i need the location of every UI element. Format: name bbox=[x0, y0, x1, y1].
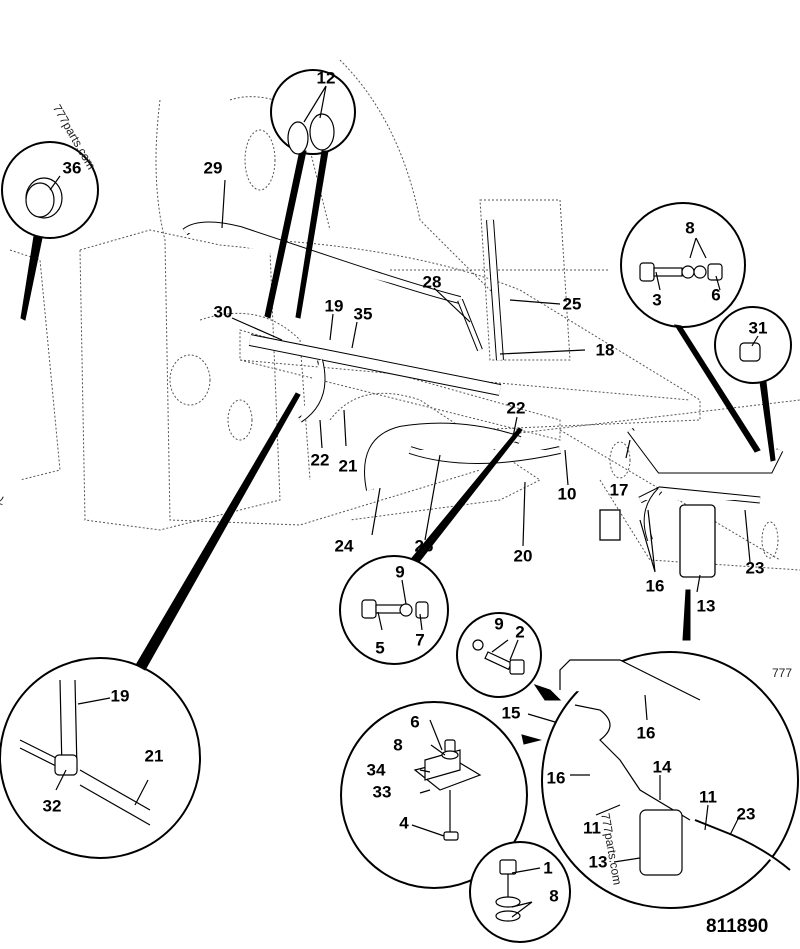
callout-19-main: 19 bbox=[324, 296, 344, 316]
callout-2: 2 bbox=[515, 622, 525, 642]
callout-23-main: 23 bbox=[745, 558, 765, 578]
callout-4: 4 bbox=[399, 813, 409, 833]
callout-22-right: 22 bbox=[506, 398, 526, 418]
callout-8-upper: 8 bbox=[685, 218, 695, 238]
callout-3: 3 bbox=[652, 290, 662, 310]
callout-12: 12 bbox=[316, 68, 336, 88]
callout-22-left: 22 bbox=[310, 450, 330, 470]
detail-pointers bbox=[20, 149, 776, 745]
callout-7: 7 bbox=[415, 630, 425, 650]
callout-9-right: 9 bbox=[494, 614, 504, 634]
callout-18: 18 bbox=[595, 340, 615, 360]
callout-33: 33 bbox=[372, 782, 392, 802]
callout-16-detail-lower: 16 bbox=[546, 768, 566, 788]
callout-6-upper: 6 bbox=[711, 285, 721, 305]
callout-23-detail: 23 bbox=[736, 804, 756, 824]
callout-26: 26 bbox=[414, 536, 434, 556]
callout-21-main: 21 bbox=[338, 456, 358, 476]
callout-13-main: 13 bbox=[696, 596, 716, 616]
callout-14: 14 bbox=[652, 757, 672, 777]
callout-16-detail-upper: 16 bbox=[636, 723, 656, 743]
callout-8-lower: 8 bbox=[549, 886, 559, 906]
callout-19-detail: 19 bbox=[110, 686, 130, 706]
callout-1: 1 bbox=[543, 858, 553, 878]
figure-number: 811890 bbox=[706, 916, 769, 937]
callout-6-clamp: 6 bbox=[410, 712, 420, 732]
callout-16-main: 16 bbox=[645, 576, 665, 596]
part-sketches bbox=[19, 113, 791, 922]
callout-35: 35 bbox=[353, 304, 373, 324]
callout-11-left: 11 bbox=[583, 818, 601, 838]
callout-20: 20 bbox=[513, 546, 533, 566]
leader-lines bbox=[49, 85, 759, 918]
callout-15: 15 bbox=[501, 703, 521, 723]
callout-9-middle: 9 bbox=[395, 562, 405, 582]
callout-28: 28 bbox=[422, 272, 442, 292]
callout-10: 10 bbox=[557, 484, 577, 504]
watermark-right: 777 bbox=[772, 666, 793, 680]
callout-8-clamp: 8 bbox=[393, 735, 403, 755]
callout-32: 32 bbox=[42, 796, 62, 816]
callout-30: 30 bbox=[213, 302, 233, 322]
callout-34: 34 bbox=[366, 760, 386, 780]
callout-24: 24 bbox=[334, 536, 354, 556]
callout-29: 29 bbox=[203, 158, 223, 178]
callout-11-right: 11 bbox=[699, 787, 717, 807]
callout-17: 17 bbox=[609, 480, 629, 500]
callout-5: 5 bbox=[375, 638, 385, 658]
callout-36: 36 bbox=[62, 158, 82, 178]
callout-21-detail: 21 bbox=[144, 746, 164, 766]
callout-31: 31 bbox=[748, 318, 768, 338]
callout-13-detail: 13 bbox=[588, 852, 608, 872]
callout-25: 25 bbox=[562, 294, 582, 314]
